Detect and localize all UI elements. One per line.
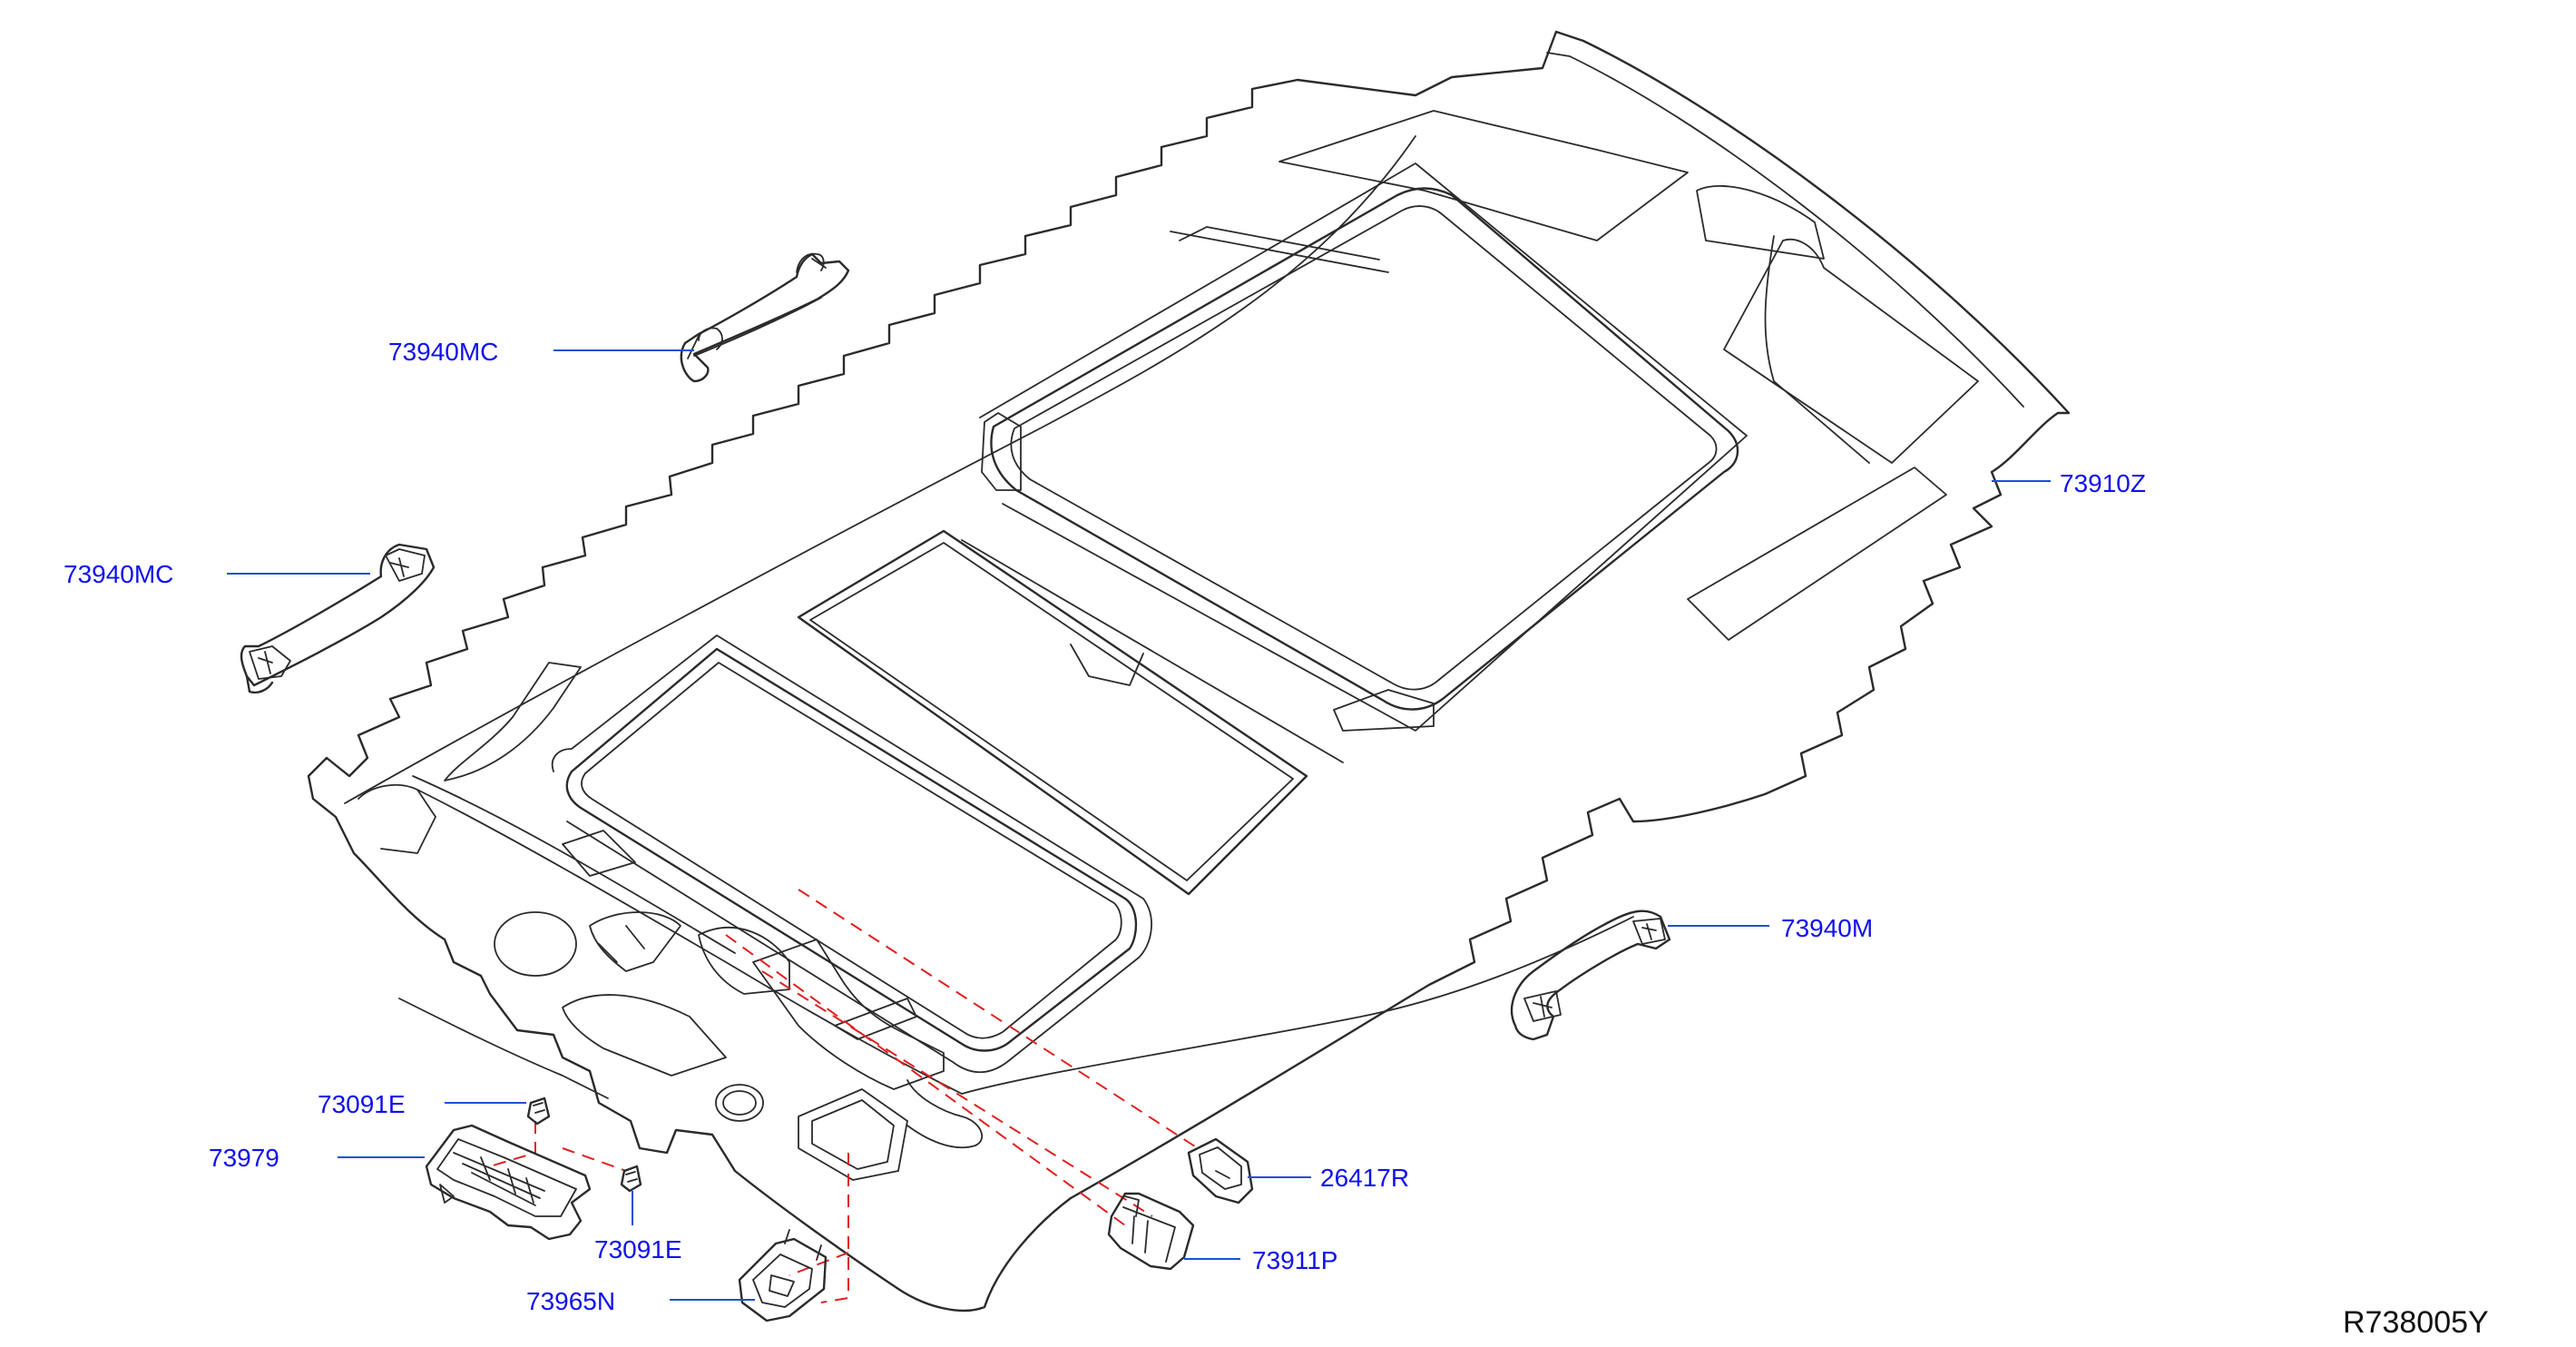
map-lamp <box>1187 1137 1254 1204</box>
callout-labels: 73940MC 73940MC 73910Z 73940M 73091E 739… <box>64 338 2146 1315</box>
callout-clip-top: 73091E <box>318 1090 406 1118</box>
callout-console: 73979 <box>209 1144 279 1172</box>
dashed-guides <box>489 889 1199 1303</box>
headliner-panel <box>307 30 2071 1313</box>
callout-lamp-small: 26417R <box>1320 1164 1409 1192</box>
leader-lines <box>227 349 2051 1301</box>
assist-grip-upper-left <box>680 252 850 383</box>
diagram-reference-code: R738005Y <box>2343 1305 2489 1340</box>
callout-holder: 73965N <box>526 1287 615 1315</box>
callout-grip-mid-left: 73940MC <box>64 560 173 588</box>
clip-bottom <box>620 1165 642 1193</box>
assist-grip-mid-left <box>240 543 436 694</box>
callout-headliner: 73910Z <box>2060 469 2146 497</box>
room-lamp <box>1107 1192 1195 1271</box>
callout-lamp-large: 73911P <box>1252 1246 1337 1274</box>
sunglass-holder <box>738 1229 828 1322</box>
callout-clip-bottom: 73091E <box>594 1235 682 1263</box>
callout-grip-upper-left: 73940MC <box>388 338 498 366</box>
assist-grip-right <box>1510 909 1671 1041</box>
callout-grip-right: 73940M <box>1781 914 1873 942</box>
clip-top <box>526 1096 551 1126</box>
overhead-console <box>425 1124 592 1241</box>
